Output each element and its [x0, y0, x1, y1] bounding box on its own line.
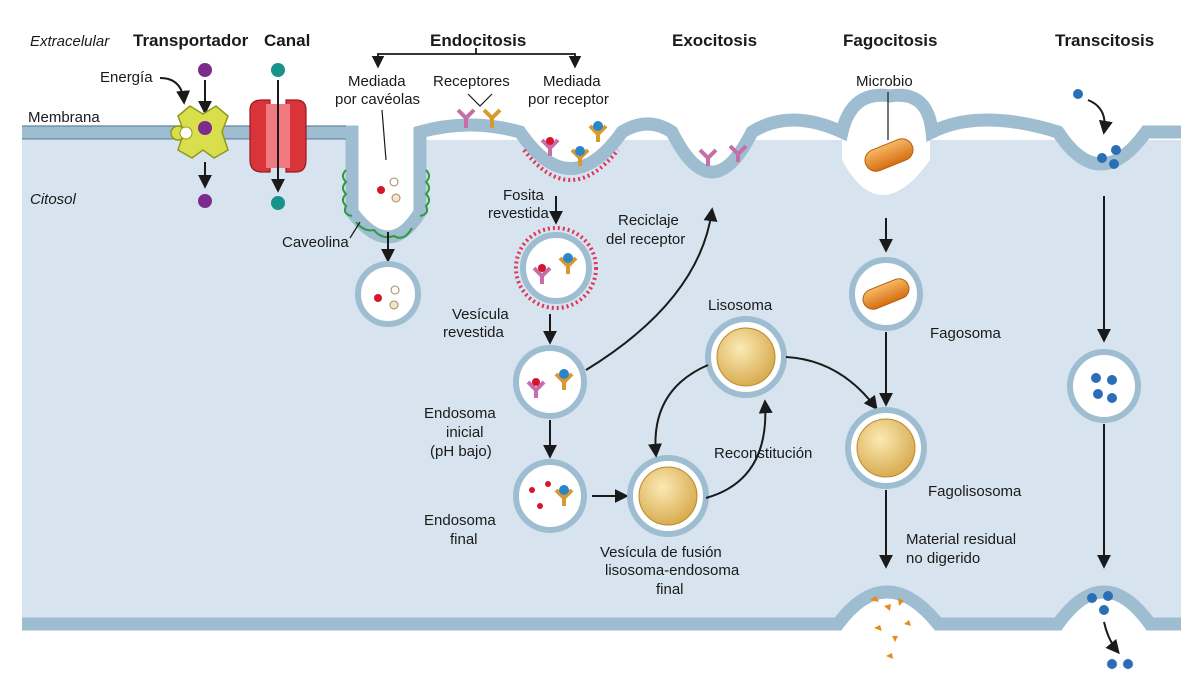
solute-purple-in — [198, 63, 212, 77]
lysosome — [705, 316, 787, 398]
header-canal: Canal — [264, 31, 310, 50]
label-fusion-2: lisosoma-endosoma — [605, 562, 740, 579]
label-endosoma-fin-2: final — [450, 531, 478, 548]
transcytosis-particles-exit — [1087, 591, 1133, 669]
label-residual-2: no digerido — [906, 550, 980, 567]
header-extracelular: Extracelular — [30, 33, 110, 50]
transcytosis-particles-top — [1073, 89, 1083, 99]
arrow-lysosome-to-fusion — [648, 364, 709, 458]
caveolin-coat — [342, 169, 430, 239]
plasma-membrane-bottom — [22, 585, 1181, 631]
solute-purple-bound — [198, 121, 212, 135]
header-endocitosis: Endocitosis — [430, 31, 526, 50]
label-fosita-1: Fosita — [503, 187, 545, 204]
header-exocitosis: Exocitosis — [672, 31, 757, 50]
label-mediada-rec-2: por receptor — [528, 91, 609, 108]
label-fosita-2: revestida — [488, 205, 550, 222]
label-caveolina: Caveolina — [282, 234, 349, 251]
label-lisosoma: Lisosoma — [708, 297, 773, 314]
transcytosis-particles-pit — [1097, 145, 1121, 169]
label-mediada-rec-1: Mediada — [543, 73, 601, 90]
label-endosoma-ini-1: Endosoma — [424, 405, 496, 422]
early-endosome — [513, 345, 587, 419]
label-vesicula-rev-1: Vesícula — [452, 306, 509, 323]
header-transcitosis: Transcitosis — [1055, 31, 1154, 50]
microbe — [864, 138, 914, 172]
recycling-arrow — [585, 207, 718, 371]
pointer-caveolina — [349, 221, 361, 239]
arrow-transcyto-exit — [1103, 621, 1120, 655]
receptors-bound — [540, 121, 608, 166]
label-reciclaje-1: Reciclaje — [618, 212, 679, 229]
phagosome — [849, 257, 923, 331]
label-endosoma-fin-1: Endosoma — [424, 512, 496, 529]
arrow-lysosome-to-phagolysosome — [785, 356, 878, 411]
caveola-invagination — [352, 140, 420, 234]
arrow-reconstitution — [705, 399, 773, 499]
cargo-red — [377, 186, 385, 194]
label-reciclaje-2: del receptor — [606, 231, 685, 248]
exocytosis-receptors — [698, 144, 748, 166]
label-energia: Energía — [100, 69, 153, 86]
label-mediada-cav-2: por cavéolas — [335, 91, 420, 108]
label-residual-1: Material residual — [906, 531, 1016, 548]
cargo-white — [389, 177, 399, 187]
ion-teal-in — [271, 63, 285, 77]
pointer-receptores — [467, 93, 493, 107]
arrow-transcyto-curve — [1087, 99, 1113, 135]
label-mediada-cav-1: Mediada — [348, 73, 406, 90]
transcytosis-vesicle — [1067, 349, 1141, 423]
label-microbio: Microbio — [856, 73, 913, 90]
solute-purple-out — [198, 194, 212, 208]
ion-teal-out — [271, 196, 285, 210]
label-fusion-3: final — [656, 581, 684, 598]
label-vesicula-rev-2: revestida — [443, 324, 505, 341]
residual-fragments — [870, 596, 911, 659]
clathrin-coat — [522, 148, 620, 182]
label-membrana: Membrana — [28, 109, 100, 126]
endocitosis-bracket — [371, 53, 582, 69]
caveolar-vesicle — [355, 261, 421, 327]
fusion-vesicle — [627, 455, 709, 537]
receptors-free — [456, 108, 502, 128]
label-endosoma-ini-2: inicial — [446, 424, 484, 441]
header-fagocitosis: Fagocitosis — [843, 31, 937, 50]
label-receptores: Receptores — [433, 73, 510, 90]
label-fusion-1: Vesícula de fusión — [600, 544, 722, 561]
cargo-tan — [391, 193, 401, 203]
late-endosome — [513, 459, 587, 533]
label-reconstitucion: Reconstitución — [714, 445, 812, 462]
label-fagosoma: Fagosoma — [930, 325, 1002, 342]
header-transportador: Transportador — [133, 31, 249, 50]
pointer-caveola — [381, 109, 387, 161]
energy-arrow — [159, 77, 191, 105]
label-fagolisosoma: Fagolisosoma — [928, 483, 1022, 500]
label-endosoma-ini-3: (pH bajo) — [430, 443, 492, 460]
cytosol-region — [22, 140, 1181, 618]
phagolysosome — [845, 407, 927, 489]
coated-vesicle — [514, 226, 598, 310]
label-citosol: Citosol — [30, 191, 77, 208]
